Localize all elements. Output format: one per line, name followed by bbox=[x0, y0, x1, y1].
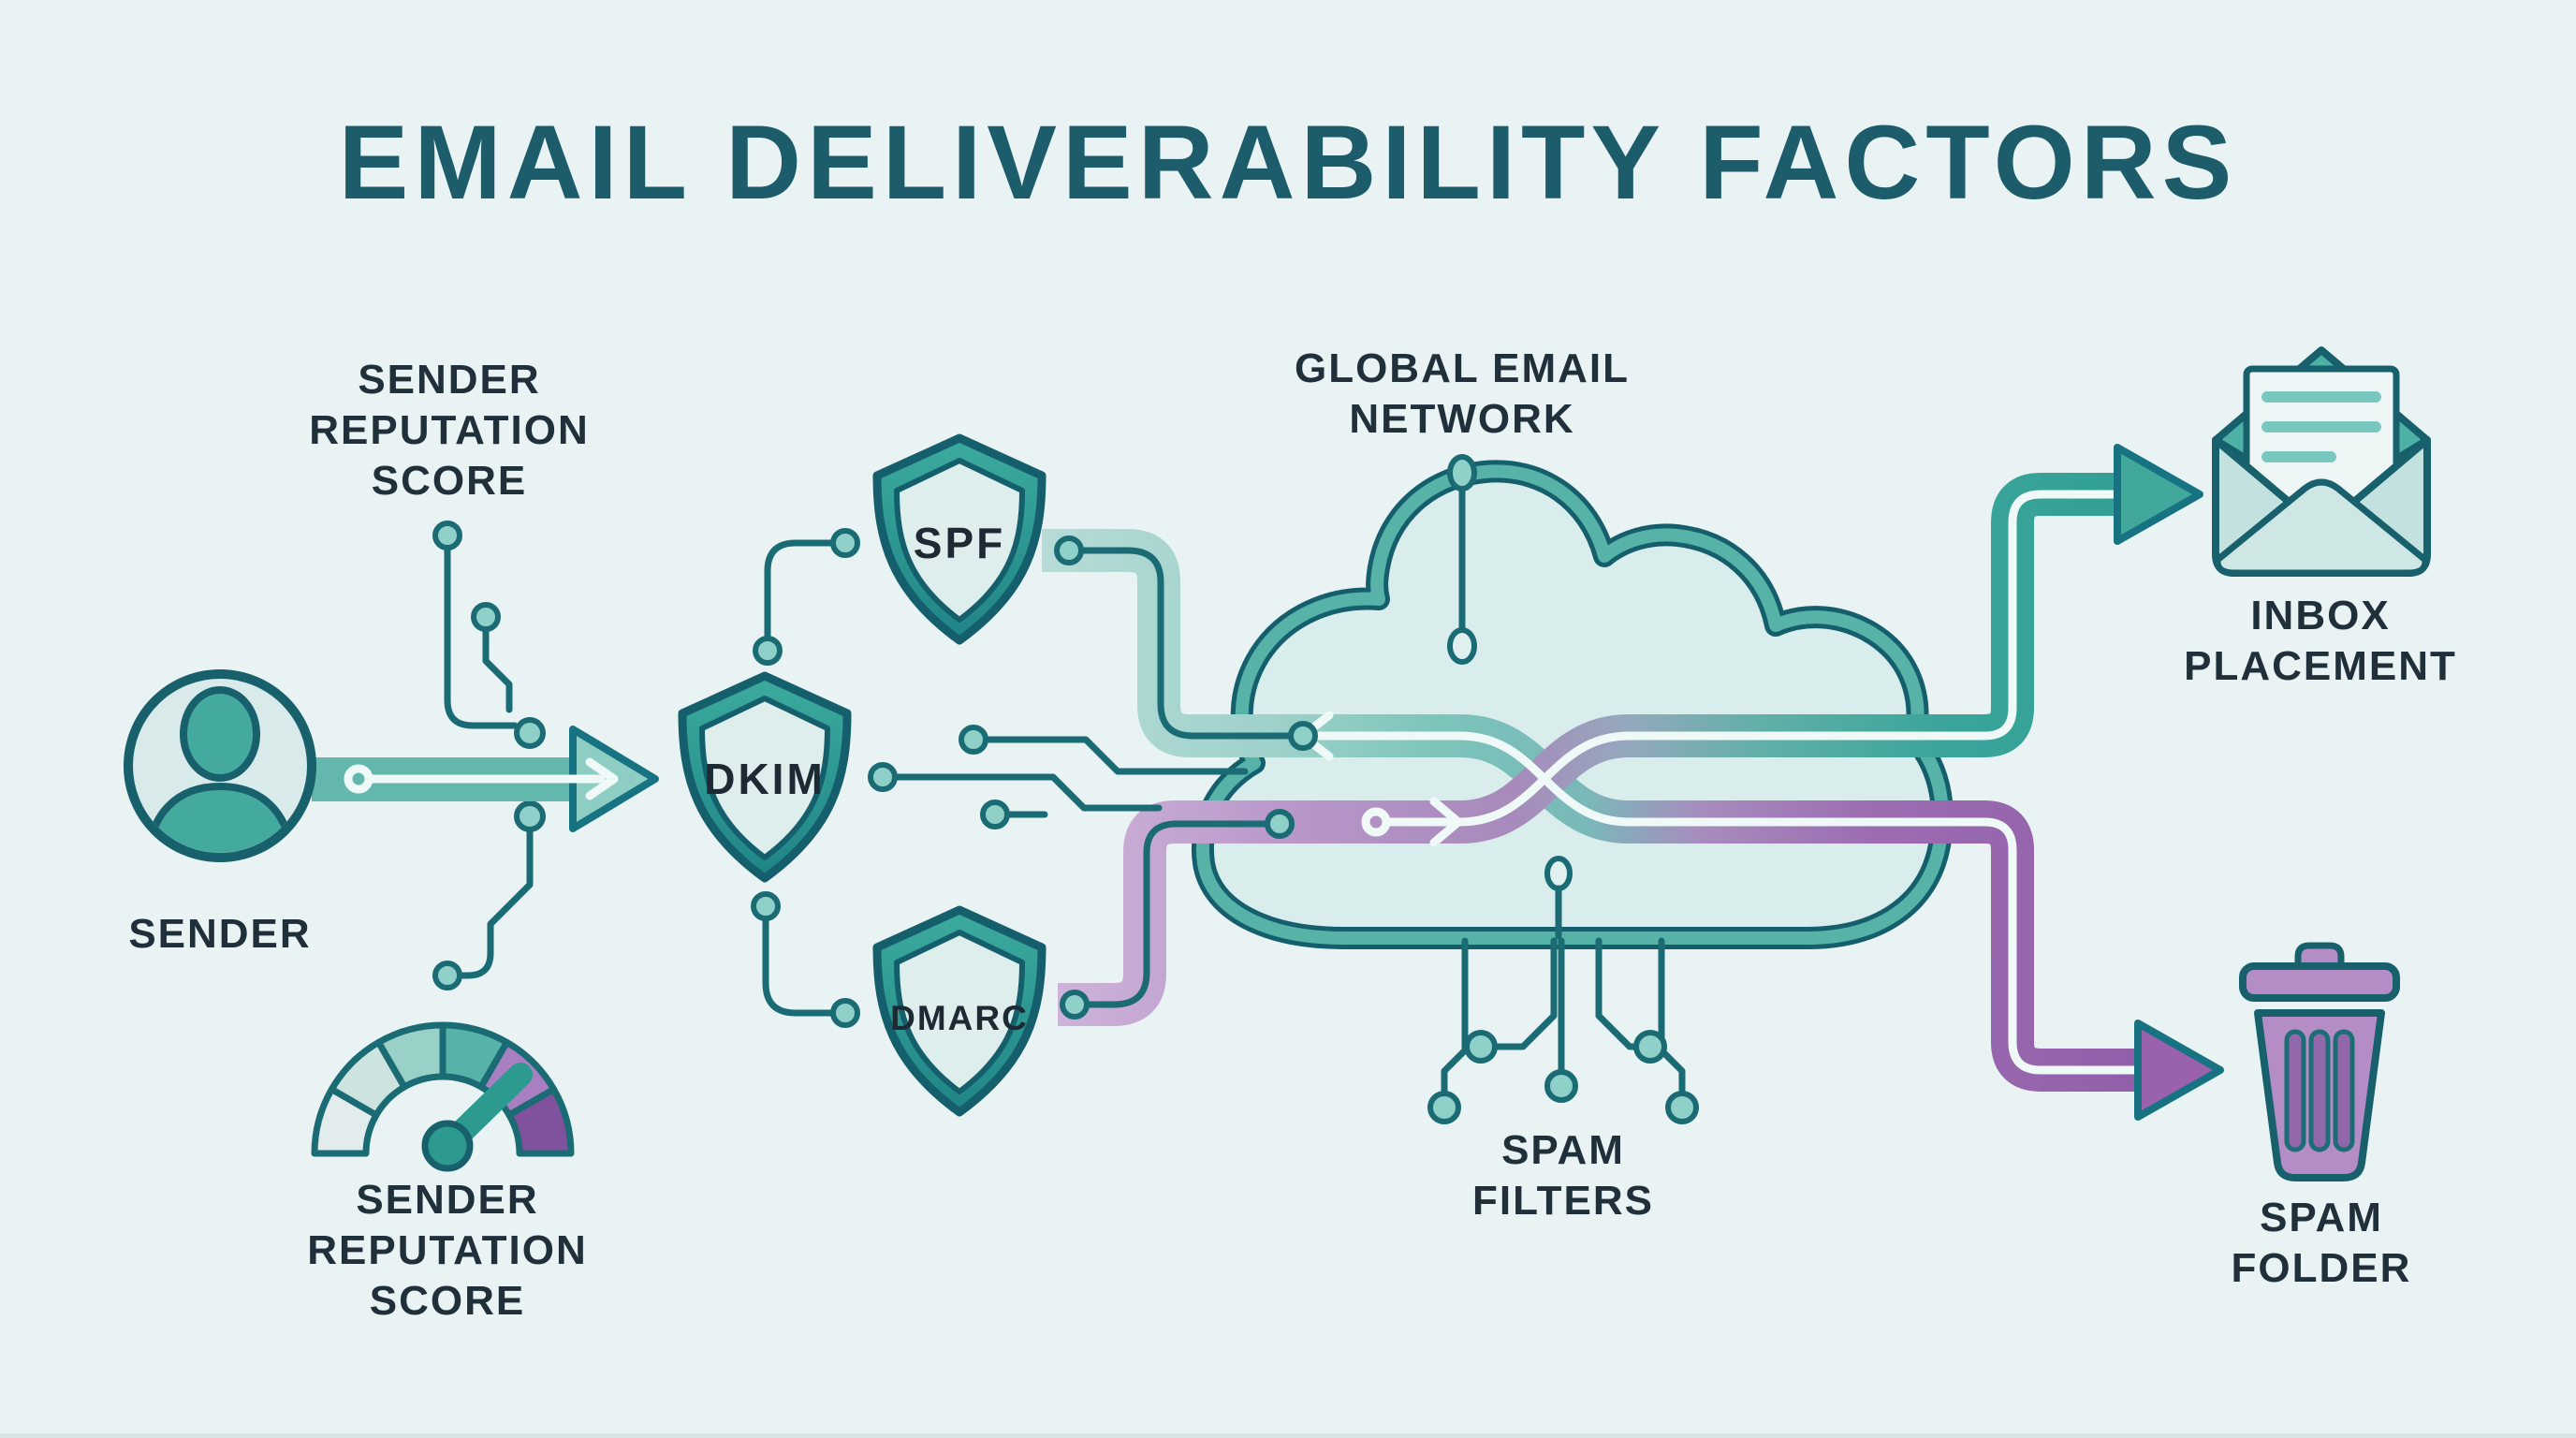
inbox-label-line1: INBOX bbox=[2250, 593, 2390, 638]
dmarc-pipe-trace bbox=[1083, 820, 1269, 1008]
spam-flow-centerline bbox=[1304, 731, 2144, 1075]
shield-dmarc: DMARC bbox=[872, 905, 1046, 1117]
circuit-node bbox=[471, 602, 501, 632]
spamfilter-branch-1 bbox=[1441, 937, 1469, 1097]
reputation-gauge-label-line2: REPUTATION bbox=[307, 1227, 587, 1273]
trash-slot bbox=[2333, 1029, 2355, 1152]
inbox-flow-right-chevron bbox=[1429, 797, 1463, 847]
dkim-dmarc-connector bbox=[762, 915, 835, 1017]
inbox-flow-node bbox=[1361, 807, 1391, 837]
spam-arrowhead bbox=[2134, 1020, 2224, 1121]
spamfilter-branch-5 bbox=[1658, 937, 1686, 1097]
shield-spf-label: SPF bbox=[914, 519, 1005, 567]
trash-slot bbox=[2308, 1029, 2331, 1152]
trash-lid bbox=[2239, 962, 2400, 1002]
shield-dmarc-label: DMARC bbox=[890, 999, 1029, 1037]
circuit-node bbox=[1265, 809, 1295, 839]
reputation-top-label-line3: SCORE bbox=[372, 458, 527, 504]
arrow-chevron bbox=[585, 757, 619, 800]
shield-inner bbox=[894, 930, 1025, 1094]
inbox-arrowhead bbox=[2114, 444, 2203, 545]
sender-label: SENDER bbox=[128, 911, 311, 957]
circuit-node bbox=[432, 521, 462, 550]
inbox-envelope-icon bbox=[2212, 346, 2431, 577]
reputation-gauge-label-line1: SENDER bbox=[356, 1177, 538, 1223]
circuit-node bbox=[980, 800, 1010, 829]
circuit-node bbox=[1288, 721, 1318, 751]
circuit-node bbox=[432, 961, 462, 990]
spamfilter-node-top bbox=[1544, 856, 1573, 891]
gauge-segment-6 bbox=[505, 1086, 575, 1157]
spam-folder-label-line1: SPAM bbox=[2260, 1195, 2383, 1240]
spf-dkim-connector bbox=[764, 539, 837, 640]
network-node-top bbox=[1447, 454, 1477, 492]
trash-can-icon bbox=[2239, 942, 2400, 1181]
network-label-line2: NETWORK bbox=[1349, 396, 1574, 442]
inbox-flow-centerline bbox=[1383, 490, 2118, 827]
circuit-node bbox=[1665, 1091, 1699, 1124]
circuit-node bbox=[751, 891, 781, 921]
reputation-top-label-line1: SENDER bbox=[358, 357, 540, 403]
envelope-front-fold bbox=[2214, 478, 2429, 577]
trash-handle bbox=[2294, 942, 2345, 966]
page-title: EMAIL DELIVERABILITY FACTORS bbox=[339, 104, 2238, 221]
spam-filters-label-line1: SPAM bbox=[1501, 1127, 1625, 1173]
bottom-edge-line bbox=[0, 1433, 2576, 1438]
circuit-node bbox=[514, 717, 546, 749]
circuit-node bbox=[959, 725, 988, 755]
circuit-traces bbox=[432, 454, 1699, 1124]
dkim-network-trace-2 bbox=[982, 736, 1249, 775]
reputation-top-label-line2: REPUTATION bbox=[309, 407, 589, 453]
spam-filters-label-line2: FILTERS bbox=[1472, 1178, 1654, 1224]
circuit-node bbox=[1427, 1091, 1461, 1124]
circuit-node bbox=[753, 636, 783, 666]
spf-pipe-trace bbox=[1077, 547, 1294, 740]
gauge-trace bbox=[456, 826, 534, 979]
circuit-node bbox=[1060, 990, 1090, 1020]
dkim-network-trace-1 bbox=[891, 773, 1163, 812]
spam-folder-label-line2: FOLDER bbox=[2232, 1245, 2412, 1291]
reputation-gauge bbox=[311, 1021, 575, 1172]
circuit-node bbox=[1633, 1030, 1667, 1064]
circuit-node bbox=[1464, 1030, 1498, 1064]
spamfilter-branch-4 bbox=[1595, 937, 1640, 1050]
network-node-bottom bbox=[1447, 627, 1477, 665]
sender-flow-arrow bbox=[312, 726, 659, 832]
circuit-node bbox=[1054, 536, 1084, 565]
circuit-node bbox=[830, 998, 860, 1028]
shield-inner bbox=[699, 696, 830, 860]
diagram-labels: SENDER REPUTATION SCORE SENDER SENDER RE… bbox=[128, 345, 2457, 1324]
inbox-label-line2: PLACEMENT bbox=[2184, 643, 2457, 689]
network-label-line1: GLOBAL EMAIL bbox=[1295, 345, 1630, 391]
circuit-node bbox=[830, 528, 860, 558]
trash-slot bbox=[2284, 1029, 2306, 1152]
shield-spf: SPF bbox=[872, 433, 1046, 645]
reputation-gauge-label-line3: SCORE bbox=[370, 1278, 525, 1324]
circuit-node bbox=[1544, 1069, 1578, 1103]
shield-dkim-label: DKIM bbox=[704, 755, 826, 803]
person-head bbox=[180, 686, 260, 782]
shield-dkim: DKIM bbox=[678, 671, 852, 883]
gauge-needle-hub bbox=[421, 1120, 474, 1172]
circuit-node bbox=[868, 762, 898, 792]
spamfilter-branch-2 bbox=[1492, 937, 1558, 1050]
reputation-top-trace-1 bbox=[444, 544, 519, 729]
shield-inner bbox=[894, 458, 1025, 623]
reputation-top-trace-2 bbox=[482, 625, 513, 713]
circuit-node bbox=[514, 800, 546, 832]
